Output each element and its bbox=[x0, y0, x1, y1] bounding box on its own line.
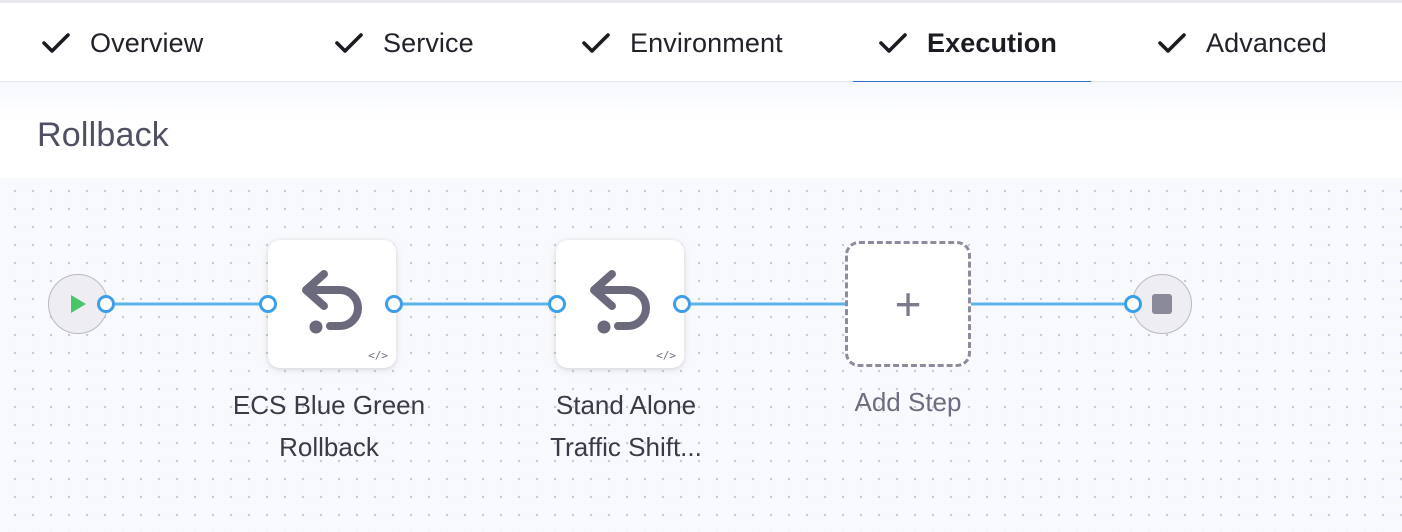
tab-execution[interactable]: Execution bbox=[879, 3, 1057, 83]
check-icon bbox=[1158, 33, 1186, 53]
check-icon bbox=[42, 33, 70, 53]
step-label-line: Traffic Shift... bbox=[550, 432, 702, 462]
tab-label: Execution bbox=[927, 27, 1057, 58]
stop-icon bbox=[1152, 294, 1172, 314]
tab-advanced[interactable]: Advanced bbox=[1158, 3, 1327, 83]
check-icon bbox=[879, 33, 907, 53]
add-step-button[interactable]: + bbox=[845, 241, 971, 367]
code-badge-icon: </> bbox=[368, 349, 388, 362]
step-label-line: Rollback bbox=[279, 432, 379, 462]
step-stand-alone-traffic-shift[interactable]: </> bbox=[556, 240, 684, 368]
check-icon bbox=[335, 33, 363, 53]
check-icon bbox=[582, 33, 610, 53]
section-header: Rollback bbox=[0, 82, 1402, 178]
step-label-line: Stand Alone bbox=[555, 390, 697, 420]
pipeline-canvas[interactable] bbox=[0, 178, 1402, 532]
tab-overview[interactable]: Overview bbox=[42, 3, 203, 83]
step2-output-port[interactable] bbox=[673, 295, 691, 313]
rollback-icon bbox=[302, 270, 362, 334]
code-badge-icon: </> bbox=[656, 349, 676, 362]
end-input-port[interactable] bbox=[1124, 295, 1142, 313]
step-ecs-blue-green-rollback[interactable]: </> bbox=[268, 240, 396, 368]
play-icon bbox=[71, 295, 86, 313]
wizard-tabs: Overview Service Environment Execution A… bbox=[0, 0, 1402, 85]
section-title: Rollback bbox=[37, 116, 169, 154]
step-label: ECS Blue Green Rollback bbox=[199, 384, 459, 468]
step2-input-port[interactable] bbox=[548, 295, 566, 313]
tab-label: Environment bbox=[630, 27, 783, 58]
plus-icon: + bbox=[894, 278, 922, 330]
start-output-port[interactable] bbox=[97, 295, 115, 313]
tab-label: Advanced bbox=[1206, 27, 1327, 58]
add-step-label: Add Step bbox=[854, 387, 962, 417]
rollback-icon bbox=[590, 270, 650, 334]
tab-label: Service bbox=[383, 27, 474, 58]
step-label: Stand Alone Traffic Shift... bbox=[496, 384, 756, 468]
tab-service[interactable]: Service bbox=[335, 3, 474, 83]
tab-label: Overview bbox=[90, 27, 204, 58]
step1-input-port[interactable] bbox=[259, 295, 277, 313]
step1-output-port[interactable] bbox=[385, 295, 403, 313]
step-label-line: ECS Blue Green bbox=[232, 390, 426, 420]
tab-environment[interactable]: Environment bbox=[582, 3, 783, 83]
